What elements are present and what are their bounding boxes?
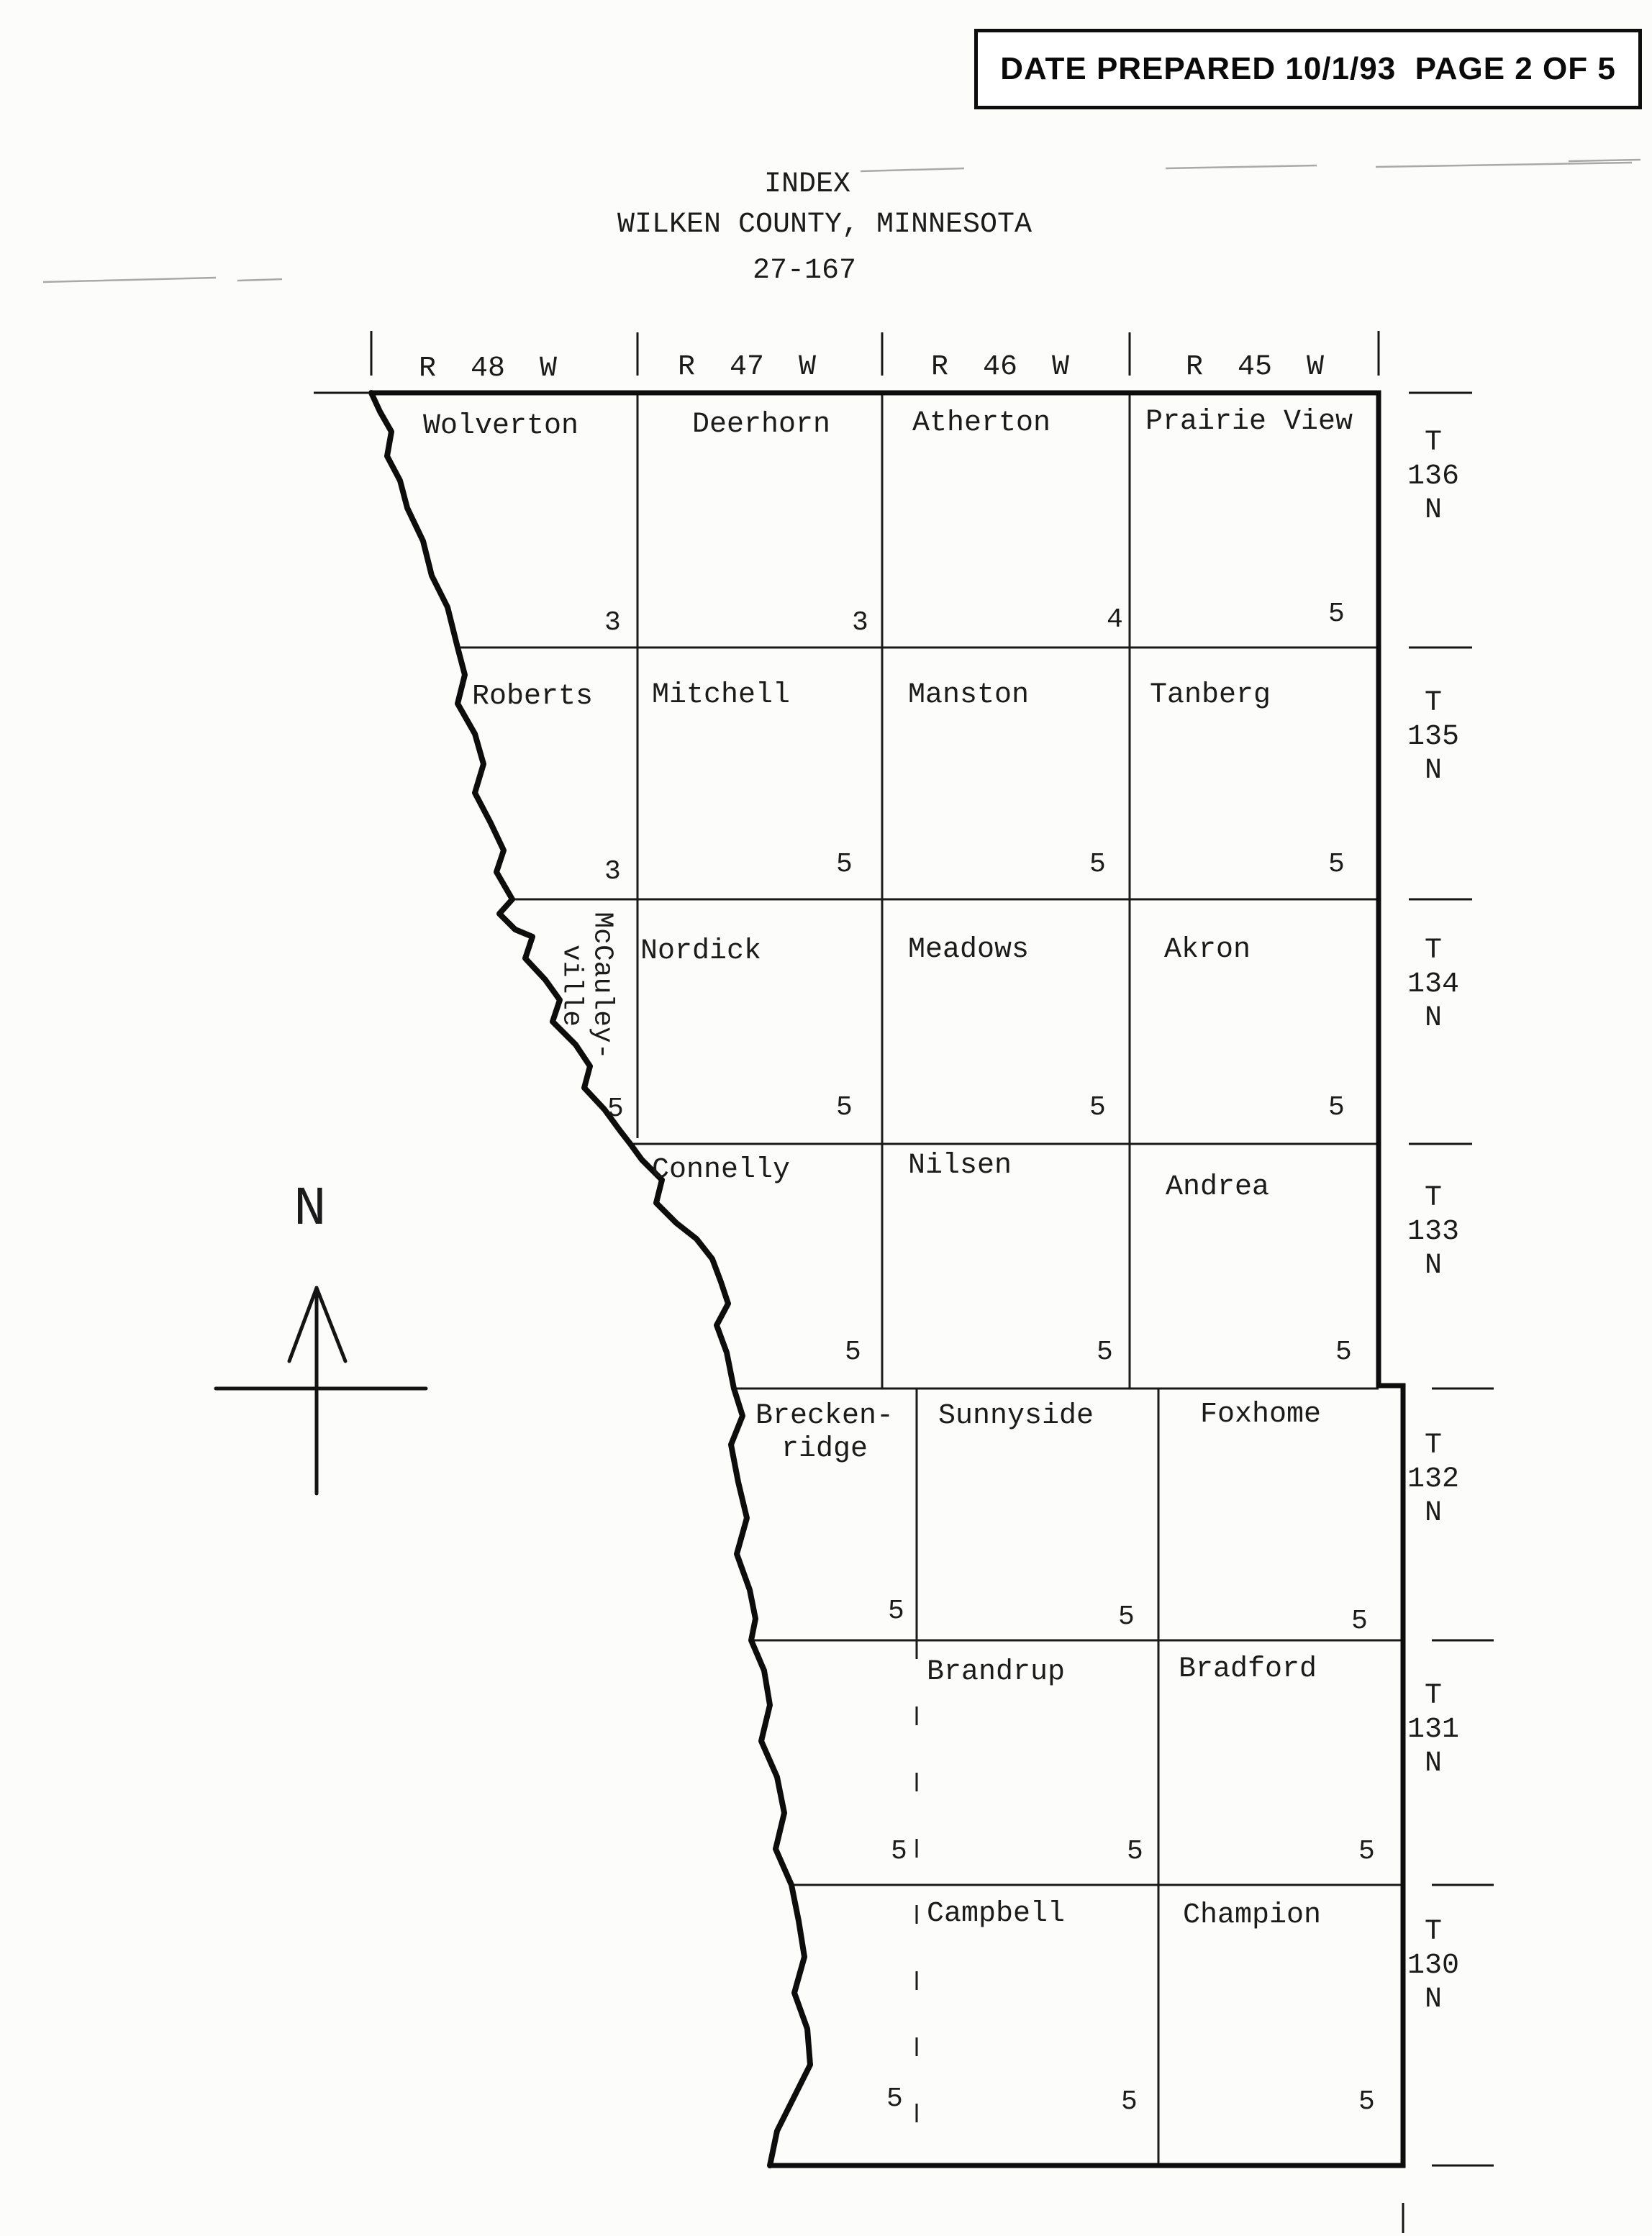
cell-name: Prairie View (1145, 406, 1353, 438)
cell-name: Manston (908, 679, 1030, 712)
cell-page-number: 3 (604, 607, 621, 638)
township-label-t130n: T 130 N (1407, 1916, 1460, 2017)
cell-name: Roberts (472, 681, 594, 713)
cell-page-number: 5 (1328, 599, 1345, 630)
page-title-index: INDEX (763, 168, 851, 201)
compass-n-label: N (294, 1178, 327, 1240)
cell-page-number: 5 (845, 1337, 861, 1368)
cell-page-number: 3 (852, 607, 868, 638)
cell-page-number: 5 (836, 849, 853, 880)
cell-name: Connelly (652, 1154, 791, 1186)
cell-page-number: 3 (604, 856, 621, 887)
cell-page-number: 5 (1097, 1337, 1113, 1368)
cell-page-number: 5 (607, 1094, 624, 1124)
cell-name: Akron (1164, 934, 1251, 966)
cell-page-number: 5 (1089, 1092, 1106, 1123)
cell-page-number: 5 (1121, 2086, 1138, 2117)
cell-page-number: 5 (1351, 1606, 1368, 1637)
cell-name: Andrea (1166, 1171, 1270, 1204)
cell-name: Tanberg (1150, 679, 1271, 712)
cell-page-number: 5 (1328, 849, 1345, 880)
date-prepared-box: DATE PREPARED 10/1/93 PAGE 2 OF 5 (974, 29, 1642, 109)
river-boundary (368, 390, 813, 2168)
cell-page-number: 5 (1358, 2086, 1375, 2117)
cell-name-breckenridge: Brecken- ridge (755, 1400, 894, 1465)
cell-name: Nordick (640, 935, 762, 968)
cell-name-mccauleyville: McCauley- ville (556, 912, 618, 1060)
cell-name: Nilsen (908, 1150, 1012, 1182)
county-border (371, 390, 1406, 2168)
cell-name: Campbell (927, 1898, 1066, 1930)
range-label-r46w: R 46 W (930, 351, 1070, 383)
range-label-r45w: R 45 W (1185, 351, 1325, 383)
range-label-r48w: R 48 W (418, 353, 558, 385)
page-title-county: WILKEN COUNTY, MINNESOTA (617, 209, 1032, 241)
cell-name: Champion (1183, 1899, 1322, 1932)
cell-name: Brandrup (927, 1656, 1066, 1689)
cell-page-number: 5 (1118, 1601, 1135, 1632)
cell-name: Deerhorn (692, 409, 831, 441)
scan-artifacts (42, 158, 1641, 283)
township-label-t134n: T 134 N (1407, 935, 1460, 1035)
cell-page-number: 5 (891, 1836, 907, 1867)
cell-page-number: 5 (886, 2083, 903, 2114)
range-label-r47w: R 47 W (677, 351, 817, 383)
cell-page-number: 5 (1358, 1836, 1375, 1867)
township-label-t132n: T 132 N (1407, 1430, 1460, 1530)
cell-page-number: 5 (1335, 1337, 1352, 1368)
township-label-t136n: T 136 N (1407, 427, 1460, 527)
cell-name: Atherton (912, 407, 1051, 440)
township-label-t131n: T 131 N (1407, 1680, 1460, 1781)
township-label-t133n: T 133 N (1407, 1182, 1460, 1283)
cell-name: Sunnyside (938, 1400, 1094, 1432)
tick-marks (314, 331, 1494, 2233)
cell-page-number: 5 (1328, 1092, 1345, 1123)
cell-page-number: 4 (1107, 604, 1123, 635)
cell-page-number: 5 (836, 1092, 853, 1123)
north-arrow (214, 1286, 428, 1496)
grid-lines (460, 393, 1403, 2165)
cell-page-number: 5 (888, 1596, 904, 1627)
cell-name: Meadows (908, 934, 1030, 966)
cell-name: Bradford (1179, 1653, 1317, 1686)
page-title-code: 27-167 (752, 255, 857, 287)
cell-page-number: 5 (1089, 849, 1106, 880)
cell-page-number: 5 (1127, 1836, 1143, 1867)
cell-name: Wolverton (423, 410, 579, 442)
cell-name: Mitchell (652, 679, 791, 712)
cell-name: Foxhome (1200, 1399, 1322, 1431)
township-label-t135n: T 135 N (1407, 687, 1460, 788)
date-prepared-text: DATE PREPARED 10/1/93 PAGE 2 OF 5 (1000, 51, 1616, 86)
